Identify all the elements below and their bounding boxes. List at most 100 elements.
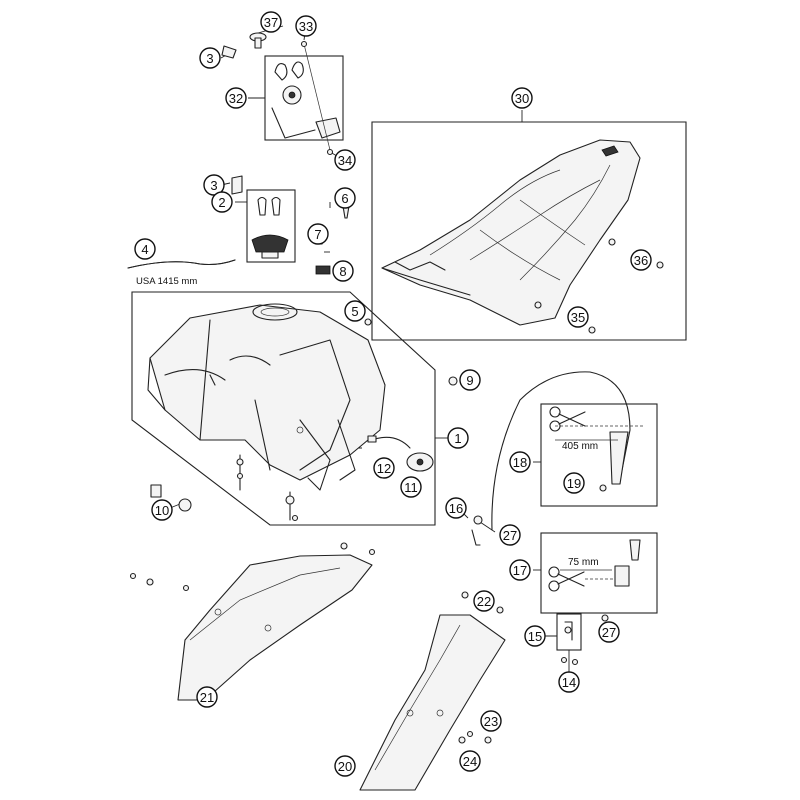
callout-15: 15 (524, 625, 546, 647)
callout-19: 19 (563, 472, 585, 494)
side-cover-left (177, 554, 373, 701)
callout-number: 11 (404, 480, 418, 495)
cut-short-hose-scissors-icon (548, 539, 641, 592)
callout-3a: 3 (199, 47, 221, 69)
callout-2: 2 (211, 191, 233, 213)
callout-circle (459, 750, 481, 772)
callout-number: 14 (562, 675, 576, 690)
callout-circle (598, 621, 620, 643)
side-cover-right (359, 614, 506, 791)
callout-circle (196, 686, 218, 708)
callout-14: 14 (558, 671, 580, 693)
callout-27a: 27 (499, 524, 521, 546)
callout-circle (334, 187, 356, 209)
callout-18: 18 (509, 451, 531, 473)
callout-number: 20 (338, 759, 352, 774)
callout-circle (511, 87, 533, 109)
callout-number: 37 (264, 15, 278, 30)
callout-number: 8 (339, 264, 346, 279)
callout-8: 8 (332, 260, 354, 282)
callout-circle (225, 87, 247, 109)
fuel-hose (127, 259, 236, 269)
callout-24: 24 (459, 750, 481, 772)
callout-number: 32 (229, 91, 243, 106)
callout-10: 10 (151, 499, 173, 521)
callout-16: 16 (445, 497, 467, 519)
callout-number: 12 (377, 461, 391, 476)
callout-circle (524, 625, 546, 647)
callout-33: 33 (295, 15, 317, 37)
cap-key-set-frame (246, 189, 296, 263)
callout-number: 35 (571, 310, 585, 325)
callout-circle (151, 499, 173, 521)
callout-23: 23 (480, 710, 502, 732)
fuel-tank-group-frame (131, 291, 436, 526)
callout-4: 4 (134, 238, 156, 260)
callout-circle (400, 476, 422, 498)
valve-assembly (560, 621, 579, 666)
callout-12: 12 (373, 457, 395, 479)
cut-hose-scissors-icon (549, 406, 586, 432)
callout-number: 30 (515, 91, 529, 106)
tank-fasteners (236, 454, 299, 522)
callout-9: 9 (459, 369, 481, 391)
callout-number: 2 (218, 195, 225, 210)
callout-number: 17 (513, 563, 527, 578)
hose-length-note: USA 1415 mm (136, 276, 197, 287)
callout-circle (134, 238, 156, 260)
callout-number: 9 (466, 373, 473, 388)
callout-circle (459, 369, 481, 391)
callout-number: 10 (155, 503, 169, 518)
callout-32: 32 (225, 87, 247, 109)
callout-circle (499, 524, 521, 546)
callout-number: 23 (484, 714, 498, 729)
callout-circle (447, 427, 469, 449)
callout-number: 34 (338, 153, 352, 168)
callout-27b: 27 (598, 621, 620, 643)
callout-number: 16 (449, 501, 463, 516)
callout-number: 3 (210, 178, 217, 193)
dimension-75-label: 75 mm (568, 557, 599, 568)
seat (381, 139, 664, 334)
callout-number: 5 (351, 304, 358, 319)
callout-7: 7 (307, 223, 329, 245)
callout-number: 19 (567, 476, 581, 491)
callout-circle (509, 559, 531, 581)
callout-36: 36 (630, 249, 652, 271)
callout-circle (332, 260, 354, 282)
callout-circle (199, 47, 221, 69)
callout-circle (307, 223, 329, 245)
callout-circle (373, 457, 395, 479)
callout-circle (473, 590, 495, 612)
side-cover-hardware (129, 542, 609, 744)
callout-number: 18 (513, 455, 527, 470)
hose-405-detail-frame (540, 403, 658, 507)
callout-circle (567, 306, 589, 328)
callout-21: 21 (196, 686, 218, 708)
callout-35: 35 (567, 306, 589, 328)
callout-30: 30 (511, 87, 533, 109)
callout-circle (558, 671, 580, 693)
callout-number: 27 (503, 528, 517, 543)
callout-17: 17 (509, 559, 531, 581)
callout-circle (563, 472, 585, 494)
callout-22: 22 (473, 590, 495, 612)
callout-20: 20 (334, 755, 356, 777)
callout-circle (480, 710, 502, 732)
callout-number: 3 (206, 51, 213, 66)
fuel-level-sensor (367, 435, 434, 472)
callout-37: 37 (260, 11, 282, 33)
callout-number: 22 (477, 594, 491, 609)
dimension-405-label: 405 mm (562, 441, 598, 452)
callout-6: 6 (334, 187, 356, 209)
fuel-cap-keys (231, 175, 289, 259)
callout-circle (295, 15, 317, 37)
callout-11: 11 (400, 476, 422, 498)
callout-number: 24 (463, 754, 477, 769)
callout-number: 27 (602, 625, 616, 640)
hose-75-detail-frame (540, 532, 658, 614)
fuel-tank (147, 303, 386, 491)
callout-circle (509, 451, 531, 473)
